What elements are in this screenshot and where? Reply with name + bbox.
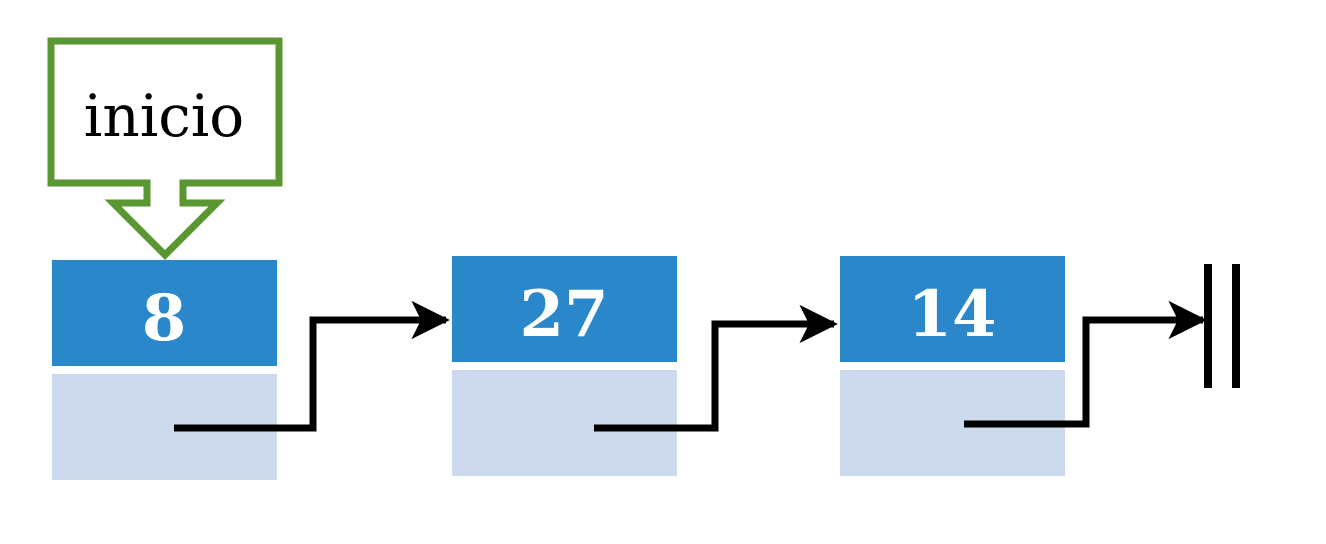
next-arrow-1-to-2 [174, 300, 450, 432]
node-2-value-cell [452, 256, 677, 362]
list-node-3: 14 [840, 256, 1065, 476]
next-arrow-2-to-3 [594, 304, 838, 432]
list-node-1: 8 [52, 260, 277, 480]
node-2-value: 27 [519, 277, 608, 352]
node-3-value-cell [840, 256, 1065, 362]
list-node-2: 27 [452, 256, 677, 476]
null-terminator-icon [1204, 264, 1240, 388]
inicio-pointer: inicio [47, 37, 283, 260]
node-1-value: 8 [142, 281, 187, 356]
inicio-pointer-label: inicio [84, 82, 244, 150]
node-1-value-cell [52, 260, 277, 366]
node-3-value: 14 [907, 277, 996, 352]
next-arrow-3-to-null [964, 300, 1207, 428]
inicio-pointer-callout-shape [47, 37, 283, 260]
node-2-next-cell [452, 370, 677, 476]
